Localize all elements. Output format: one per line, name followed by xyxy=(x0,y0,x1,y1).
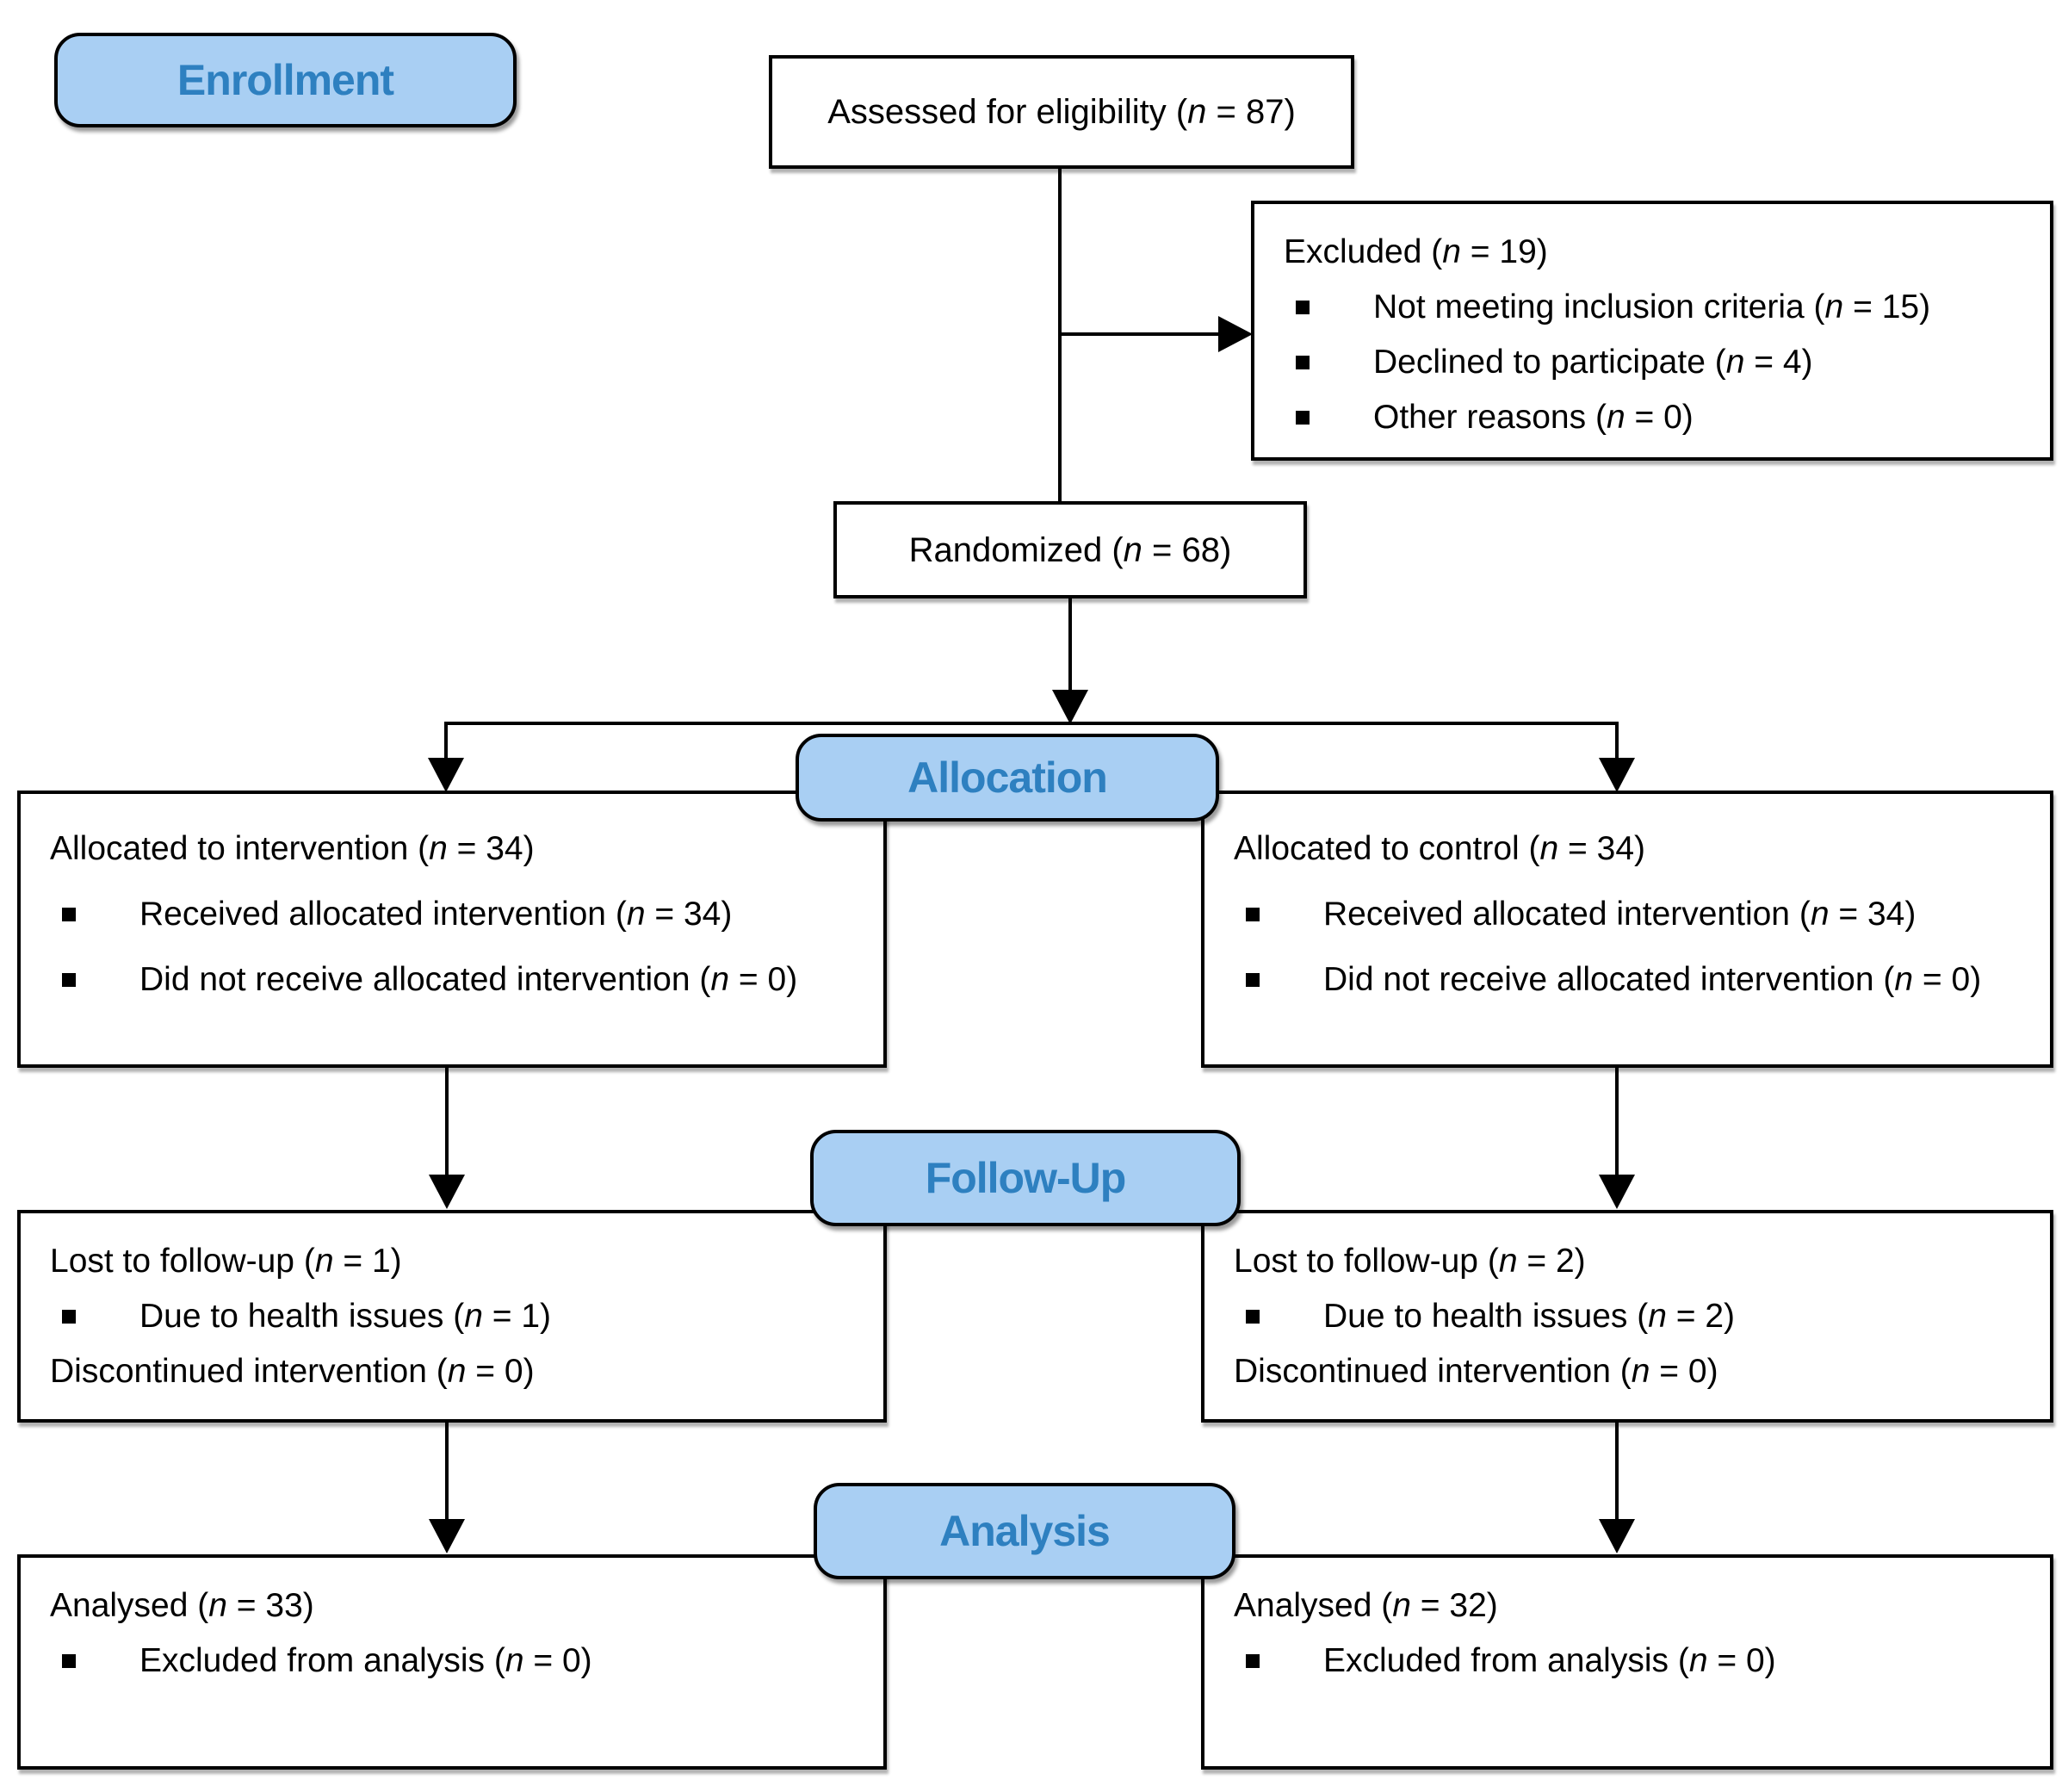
line-split-horizontal xyxy=(444,722,1619,725)
list-item-text: Not meeting inclusion criteria (n = 15) xyxy=(1373,288,1931,326)
arrowhead-alloc-right-icon xyxy=(1599,758,1635,792)
bullet-square-icon xyxy=(62,908,76,921)
list-item-text: Did not receive allocated intervention (… xyxy=(1323,961,1982,998)
stage-badge-enrollment: Enrollment xyxy=(54,33,517,127)
arrowhead-excluded-icon xyxy=(1218,316,1253,352)
arrowhead-analysis-right-icon xyxy=(1599,1519,1635,1553)
analysed-control-box: Analysed (n = 32) Excluded from analysis… xyxy=(1201,1554,2053,1770)
followup-intervention-box: Lost to follow-up (n = 1) Due to health … xyxy=(17,1210,887,1423)
randomized-box: Randomized (n = 68) xyxy=(833,501,1307,598)
list-item: Did not receive allocated intervention (… xyxy=(1234,947,2033,1013)
list-item: Did not receive allocated intervention (… xyxy=(50,947,866,1013)
arrowhead-analysis-left-icon xyxy=(429,1519,465,1553)
bullet-square-icon xyxy=(1296,356,1310,369)
arrowhead-followup-left-icon xyxy=(429,1175,465,1209)
list-item-text: Due to health issues (n = 1) xyxy=(139,1298,552,1335)
line-alloc-to-followup-right xyxy=(1615,1066,1619,1178)
stage-badge-followup: Follow-Up xyxy=(810,1130,1241,1226)
analysed-intervention-box: Analysed (n = 33) Excluded from analysis… xyxy=(17,1554,887,1770)
bullet-square-icon xyxy=(62,1654,76,1668)
list-item: Due to health issues (n = 1) xyxy=(50,1289,866,1344)
bullet-square-icon xyxy=(62,1310,76,1324)
box-title: Allocated to intervention (n = 34) xyxy=(50,830,535,867)
line-branch-to-excluded xyxy=(1058,332,1223,336)
bullet-square-icon xyxy=(1296,301,1310,314)
box-footer: Discontinued intervention (n = 0) xyxy=(50,1353,535,1390)
line-assessed-to-randomized xyxy=(1058,167,1062,505)
line-split-left xyxy=(444,722,448,761)
bullet-square-icon xyxy=(62,973,76,987)
arrowhead-followup-right-icon xyxy=(1599,1175,1635,1209)
list-item: Declined to participate (n = 4) xyxy=(1284,335,2033,390)
line-followup-to-analysis-right xyxy=(1615,1421,1619,1522)
followup-control-box: Lost to follow-up (n = 2) Due to health … xyxy=(1201,1210,2053,1423)
list-item-text: Received allocated intervention (n = 34) xyxy=(1323,896,1916,933)
list-item-text: Excluded from analysis (n = 0) xyxy=(1323,1642,1776,1679)
list-item-text: Received allocated intervention (n = 34) xyxy=(139,896,733,933)
bullet-square-icon xyxy=(1246,973,1260,987)
line-followup-to-analysis-left xyxy=(445,1421,449,1522)
box-title: Randomized (n = 68) xyxy=(908,530,1232,569)
arrowhead-alloc-left-icon xyxy=(428,758,464,792)
list-item-text: Did not receive allocated intervention (… xyxy=(139,961,798,998)
list-item: Excluded from analysis (n = 0) xyxy=(50,1634,866,1689)
assessed-eligibility-box: Assessed for eligibility (n = 87) xyxy=(769,55,1354,169)
box-footer: Discontinued intervention (n = 0) xyxy=(1234,1353,1718,1390)
bullet-square-icon xyxy=(1246,1310,1260,1324)
box-title: Lost to follow-up (n = 1) xyxy=(50,1243,402,1280)
list-item-text: Due to health issues (n = 2) xyxy=(1323,1298,1736,1335)
arrowhead-split-icon xyxy=(1052,690,1088,724)
box-title: Allocated to control (n = 34) xyxy=(1234,830,1646,867)
list-item: Received allocated intervention (n = 34) xyxy=(1234,882,2033,947)
stage-badge-allocation: Allocation xyxy=(796,734,1219,822)
box-title: Assessed for eligibility (n = 87) xyxy=(827,93,1296,131)
list-item: Due to health issues (n = 2) xyxy=(1234,1289,2033,1344)
list-item: Other reasons (n = 0) xyxy=(1284,390,2033,445)
bullet-square-icon xyxy=(1246,1654,1260,1668)
list-item-text: Other reasons (n = 0) xyxy=(1373,399,1694,436)
line-alloc-to-followup-left xyxy=(445,1066,449,1178)
allocated-intervention-box: Allocated to intervention (n = 34) Recei… xyxy=(17,791,887,1068)
bullet-square-icon xyxy=(1296,411,1310,425)
box-title: Analysed (n = 32) xyxy=(1234,1587,1498,1624)
allocated-control-box: Allocated to control (n = 34) Received a… xyxy=(1201,791,2053,1068)
excluded-box: Excluded (n = 19) Not meeting inclusion … xyxy=(1251,201,2053,461)
bullet-square-icon xyxy=(1246,908,1260,921)
list-item: Not meeting inclusion criteria (n = 15) xyxy=(1284,280,2033,335)
box-title: Excluded (n = 19) xyxy=(1284,233,1548,270)
line-split-right xyxy=(1615,722,1619,761)
list-item-text: Declined to participate (n = 4) xyxy=(1373,344,1813,381)
box-title: Analysed (n = 33) xyxy=(50,1587,314,1624)
list-item: Received allocated intervention (n = 34) xyxy=(50,882,866,947)
box-title: Lost to follow-up (n = 2) xyxy=(1234,1243,1586,1280)
list-item: Excluded from analysis (n = 0) xyxy=(1234,1634,2033,1689)
stage-badge-analysis: Analysis xyxy=(814,1483,1235,1579)
line-randomized-down xyxy=(1068,597,1072,693)
list-item-text: Excluded from analysis (n = 0) xyxy=(139,1642,592,1679)
